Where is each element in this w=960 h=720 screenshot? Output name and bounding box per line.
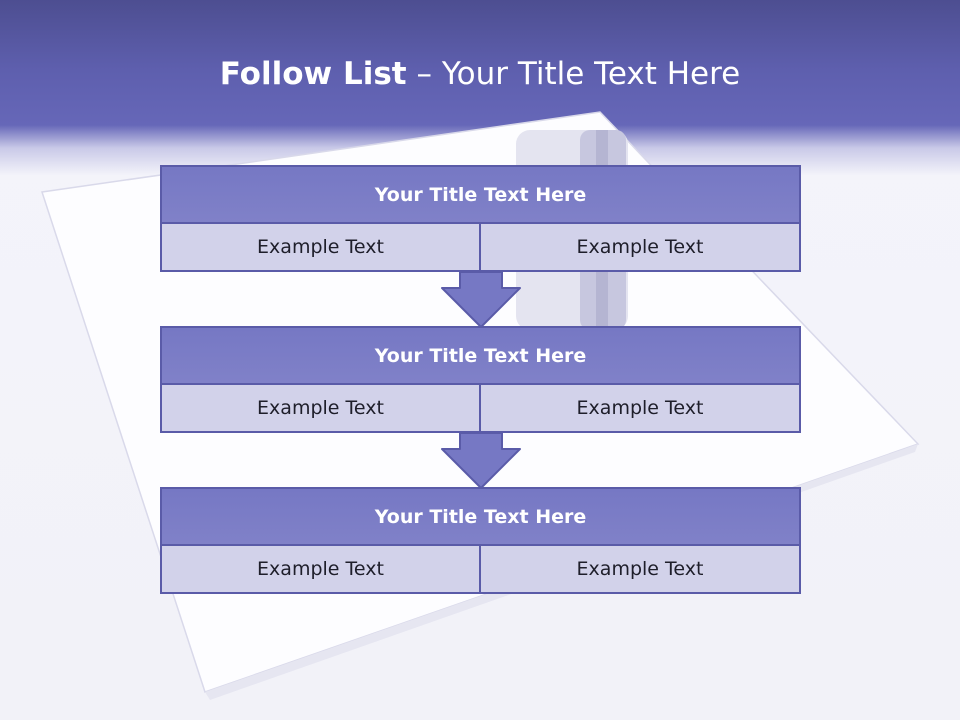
step-box-3: Your Title Text Here Example Text Exampl… [160,487,801,594]
step-cell-right: Example Text [479,222,801,272]
down-arrow-icon [441,271,521,328]
step-cell-left: Example Text [160,383,481,433]
step-cell-left: Example Text [160,222,481,272]
step-box-2: Your Title Text Here Example Text Exampl… [160,326,801,433]
step-box-1: Your Title Text Here Example Text Exampl… [160,165,801,272]
step-cell-right: Example Text [479,544,801,594]
step-cell-right: Example Text [479,383,801,433]
slide-title-rest: – Your Title Text Here [416,56,741,92]
step-title: Your Title Text Here [160,487,801,546]
slide-title-bold: Follow List [219,56,407,92]
slide-title: Follow List – Your Title Text Here [0,56,960,92]
step-title: Your Title Text Here [160,165,801,224]
step-title: Your Title Text Here [160,326,801,385]
down-arrow-icon [441,432,521,489]
step-cell-left: Example Text [160,544,481,594]
